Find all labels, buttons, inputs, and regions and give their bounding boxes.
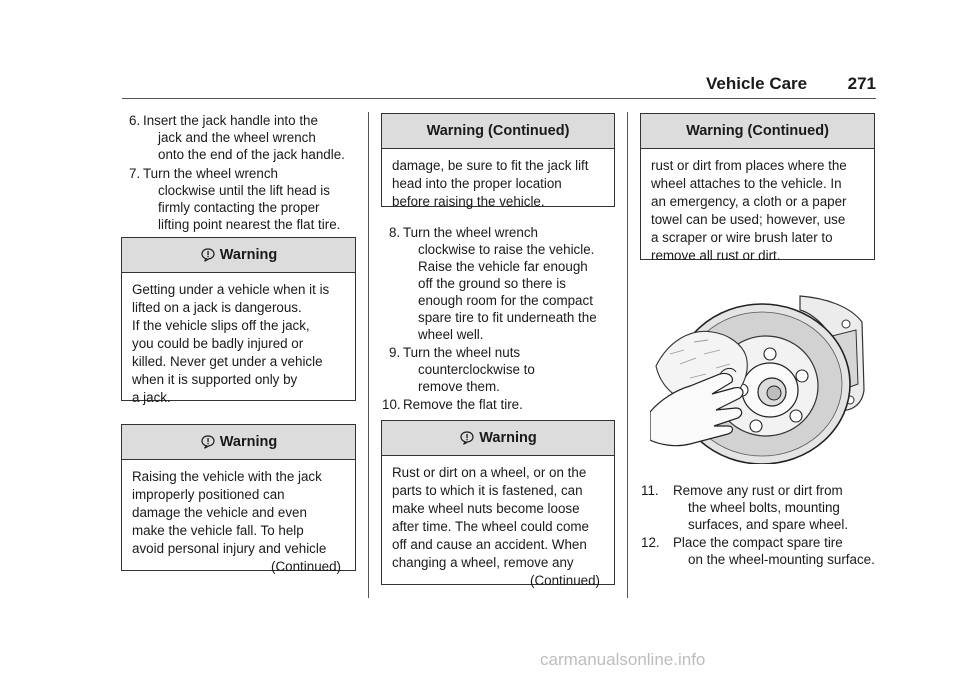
warning-line: head into the proper location [392,176,562,191]
step-line: Insert the jack handle into the [143,113,318,128]
warning-box-continued-rust: Warning (Continued) rust or dirt from pl… [640,113,875,263]
warning-line: wheel attaches to the vehicle. In [651,176,842,191]
warning-line: improperly positioned can [132,487,285,502]
warning-line: parts to which it is fastened, can [392,483,583,498]
step-number: 10. [382,397,401,412]
step-number: 12. [641,535,660,550]
step-line: remove them. [418,379,500,394]
warning-header: Warning [382,421,614,456]
warning-line: make wheel nuts become loose [392,501,580,516]
page-number: 271 [847,74,876,93]
warning-box-continued-jack: Warning (Continued) damage, be sure to f… [381,113,615,209]
step-line: Raise the vehicle far enough [418,259,588,274]
warning-body: Getting under a vehicle when it is lifte… [122,273,355,407]
warning-body: rust or dirt from places where the wheel… [641,149,874,265]
warning-body: damage, be sure to fit the jack lift hea… [382,149,614,211]
warning-line: changing a wheel, remove any [392,555,574,570]
warning-line: off and cause an accident. When [392,537,587,552]
warning-body: Rust or dirt on a wheel, or on the parts… [382,456,614,590]
step-line: clockwise to raise the vehicle. [418,242,595,257]
step-number: 11. [641,483,659,498]
warning-line: a scraper or wire brush later to [651,230,833,245]
warning-box-rust: Warning Rust or dirt on a wheel, or on t… [381,420,615,588]
step-line: enough room for the compact [418,293,593,308]
warning-title: Warning (Continued) [686,123,829,139]
header-rule [122,98,876,99]
warning-line: towel can be used; however, use [651,212,846,227]
step-line: clockwise until the lift head is [158,183,330,198]
warning-line: damage the vehicle and even [132,505,307,520]
step-line: Turn the wheel wrench [143,166,278,181]
warning-line: Getting under a vehicle when it is [132,282,330,297]
step-line: Turn the wheel wrench [403,225,538,240]
warning-line: avoid personal injury and vehicle [132,541,327,556]
warning-header: Warning (Continued) [641,114,874,149]
warning-title: Warning (Continued) [426,123,570,139]
step-line: firmly contacting the proper [158,200,320,215]
step-number: 7. [129,166,141,181]
warning-line: Raising the vehicle with the jack [132,469,322,484]
step-number: 9. [389,345,401,360]
warning-title: Warning [219,247,278,263]
warning-line: Rust or dirt on a wheel, or on the [392,465,587,480]
hand-cleaning-wheel-hub-illustration [650,295,865,464]
warning-line: damage, be sure to fit the jack lift [392,158,589,173]
step-line: off the ground so there is [418,276,566,291]
step-line: Place the compact spare tire [673,535,843,550]
step-number: 8. [389,225,401,240]
step-line: Turn the wheel nuts [403,345,521,360]
warning-icon [201,435,215,449]
warning-header: Warning [122,425,355,460]
step-line: jack and the wheel wrench [158,130,316,145]
warning-header: Warning (Continued) [382,114,614,149]
warning-line: remove all rust or dirt. [651,248,781,263]
warning-line: If the vehicle slips off the jack, [132,318,310,333]
warning-line: after time. The wheel could come [392,519,589,534]
watermark-text: carmanualsonline.info [540,650,706,669]
step-line: Remove the flat tire. [403,397,523,412]
step-line: spare tire to fit underneath the [418,310,597,325]
column-divider-1 [368,112,369,598]
warning-line: you could be badly injured or [132,336,304,351]
warning-title: Warning [479,430,537,446]
step-line: lifting point nearest the flat tire. [158,217,341,232]
warning-line: when it is supported only by [132,372,298,387]
warning-icon [201,248,215,262]
warning-line: before raising the vehicle. [392,194,545,209]
warning-line: killed. Never get under a vehicle [132,354,323,369]
warning-box-jack-position: Warning Raising the vehicle with the jac… [121,424,356,574]
continued-label: (Continued) [271,559,341,574]
page-header: Vehicle Care 271 [706,74,876,100]
warning-line: an emergency, a cloth or a paper [651,194,847,209]
step-number: 6. [129,113,141,128]
warning-line: rust or dirt from places where the [651,158,847,173]
warning-line: make the vehicle fall. To help [132,523,304,538]
step-line: wheel well. [418,327,484,342]
warning-icon [460,431,474,445]
step-line: Remove any rust or dirt from [673,483,843,498]
warning-title: Warning [219,434,278,450]
warning-line: a jack. [132,390,171,405]
step-line: the wheel bolts, mounting [688,500,840,515]
warning-header: Warning [122,238,355,273]
column-divider-2 [627,112,628,598]
step-line: on the wheel-mounting surface. [688,552,875,567]
step-line: counterclockwise to [418,362,535,377]
warning-line: lifted on a jack is dangerous. [132,300,302,315]
step-line: onto the end of the jack handle. [158,147,345,162]
continued-label: (Continued) [530,573,600,588]
warning-box-jack-danger: Warning Getting under a vehicle when it … [121,237,356,405]
section-title: Vehicle Care [706,74,808,93]
step-line: surfaces, and spare wheel. [688,517,849,532]
warning-body: Raising the vehicle with the jack improp… [122,460,355,576]
